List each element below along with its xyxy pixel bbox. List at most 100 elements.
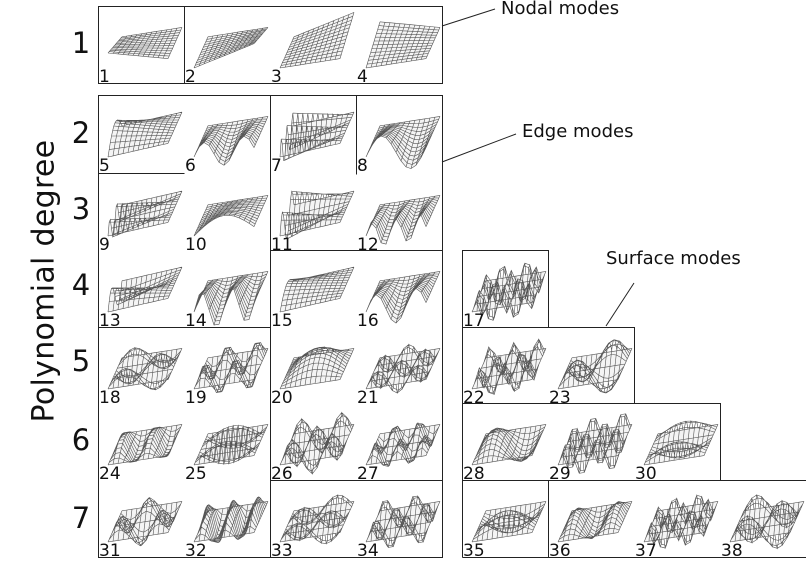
mesh-grid	[279, 190, 355, 241]
mode-tile-21: 21	[356, 327, 442, 405]
mesh-grid	[193, 271, 269, 326]
mesh-fill	[366, 271, 440, 324]
mode-shape-19	[193, 342, 269, 393]
leader-nodal-modes	[441, 8, 496, 27]
mode-shape-15	[279, 266, 355, 313]
leader-surface-modes	[605, 282, 635, 327]
mode-shape-5	[107, 111, 183, 158]
mode-shape-18	[107, 347, 183, 391]
mode-tile-10: 10	[184, 174, 270, 252]
mode-tile-38: 38	[720, 480, 806, 558]
mode-shape-27	[365, 422, 441, 467]
mode-number: 3	[271, 67, 282, 84]
mesh-grid	[643, 494, 719, 550]
mode-number: 33	[271, 541, 293, 558]
mode-tile-15: 15	[270, 250, 356, 328]
mode-shape-35	[471, 501, 547, 543]
mode-number: 24	[99, 464, 121, 481]
mode-tile-19: 19	[184, 327, 270, 405]
mode-number: 13	[99, 311, 121, 328]
mode-tile-37: 37	[634, 480, 720, 558]
mesh-grid	[107, 27, 183, 59]
surface-box-28-30	[462, 403, 721, 481]
mode-number: 19	[185, 388, 207, 405]
mode-shape-7	[279, 111, 355, 161]
mesh-grid	[279, 411, 355, 475]
mode-tile-11: 11	[270, 174, 356, 252]
mode-tile-23: 23	[548, 327, 634, 405]
mode-number: 10	[185, 235, 207, 252]
mode-shape-20	[279, 346, 355, 390]
mode-number: 34	[357, 541, 379, 558]
mode-tile-28: 28	[462, 403, 548, 481]
mode-shape-36	[557, 501, 633, 543]
mode-tile-13: 13	[98, 250, 184, 328]
degree-label-4: 4	[71, 268, 91, 302]
mesh-grid	[107, 266, 183, 313]
mesh-grid	[279, 266, 355, 313]
mode-shape-13	[107, 266, 183, 313]
mode-tile-22: 22	[462, 327, 548, 405]
nodal-modes-box	[98, 6, 443, 84]
degree-label-1: 1	[71, 26, 91, 60]
mode-shape-26	[279, 411, 355, 475]
mode-number: 26	[271, 464, 293, 481]
mode-number: 27	[357, 464, 379, 481]
mode-shape-22	[471, 338, 547, 396]
mode-shape-32	[193, 496, 269, 543]
mode-number: 35	[463, 541, 485, 558]
mode-tile-2: 2	[184, 6, 270, 84]
degree-label-2: 2	[71, 116, 91, 150]
mode-tile-5: 5	[98, 95, 184, 173]
mesh-grid	[279, 111, 355, 161]
mode-tile-31: 31	[98, 480, 184, 558]
mesh-grid	[471, 338, 547, 396]
degree-label-7: 7	[71, 501, 91, 535]
mode-shape-23	[557, 339, 633, 394]
mesh-grid	[107, 347, 183, 391]
mode-tile-29: 29	[548, 403, 634, 481]
mode-tile-25: 25	[184, 403, 270, 481]
mode-tile-32: 32	[184, 480, 270, 558]
mode-shape-29	[557, 413, 633, 474]
surface-box-22-23	[462, 327, 635, 404]
mesh-grid	[471, 501, 547, 543]
mode-tile-27: 27	[356, 403, 442, 481]
mesh-grid	[365, 422, 441, 467]
mode-number: 18	[99, 388, 121, 405]
mode-shape-37	[643, 494, 719, 550]
mode-shape-28	[471, 424, 547, 466]
mode-number: 7	[271, 156, 282, 173]
mode-number: 37	[635, 541, 657, 558]
mesh-grid	[107, 190, 183, 238]
mode-number: 32	[185, 541, 207, 558]
mode-shape-2	[193, 27, 269, 69]
mesh-fill	[108, 112, 182, 157]
mesh-grid	[471, 424, 547, 466]
mesh-grid	[193, 116, 269, 166]
mode-number: 9	[99, 235, 110, 252]
mode-shape-31	[107, 497, 183, 547]
mode-number: 8	[357, 156, 368, 173]
degree-label-6: 6	[71, 423, 91, 457]
mode-shape-8	[365, 116, 441, 169]
mode-number: 17	[463, 311, 485, 328]
mode-shape-6	[193, 116, 269, 166]
mesh-grid	[643, 420, 719, 466]
surface-box-17	[462, 250, 549, 328]
mode-shape-30	[643, 420, 719, 466]
mode-number: 4	[357, 67, 368, 84]
mesh-grid	[279, 346, 355, 390]
mode-shape-9	[107, 190, 183, 238]
mesh-grid	[193, 342, 269, 393]
mode-tile-36: 36	[548, 480, 634, 558]
mesh-grid	[107, 424, 183, 466]
mode-shape-17	[471, 262, 547, 321]
mode-tile-24: 24	[98, 403, 184, 481]
mode-tile-1: 1	[98, 6, 184, 84]
mode-number: 21	[357, 388, 379, 405]
mesh-grid	[365, 495, 441, 549]
mode-shape-16	[365, 271, 441, 324]
